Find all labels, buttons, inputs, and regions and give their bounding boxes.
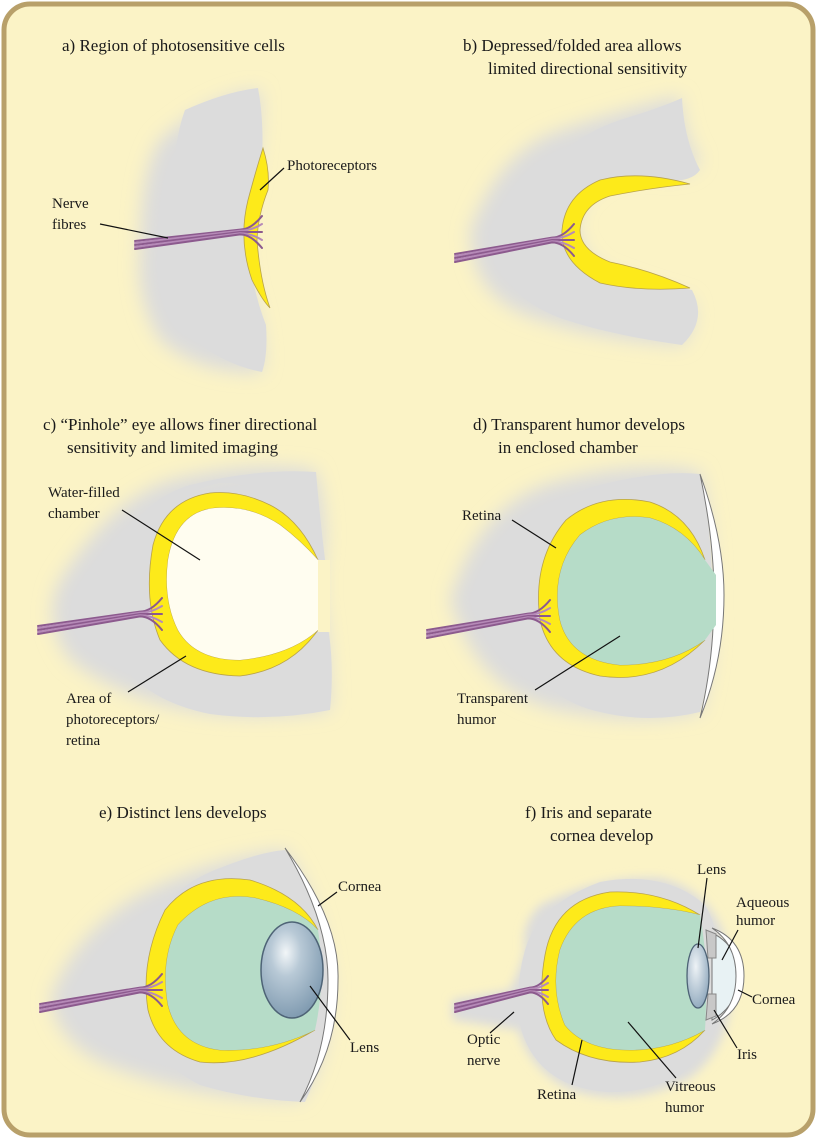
panel-d-humor-label: Transparent humor xyxy=(457,691,532,728)
panel-f-humor xyxy=(556,906,707,1050)
panel-d-retina-label: Retina xyxy=(462,508,501,524)
panel-e-nerve xyxy=(39,973,163,1013)
panel-c-nerve xyxy=(37,597,163,635)
panel-f-lens xyxy=(686,943,710,1009)
panel-e: e) Distinct lens develops Cornea Lens xyxy=(39,803,382,1103)
panel-e-title: e) Distinct lens develops xyxy=(99,803,267,822)
panel-d: d) Transparent humor develops in enclose… xyxy=(426,415,725,728)
panel-b-title: b) Depressed/folded area allows limited … xyxy=(463,36,688,78)
panel-e-lens-label: Lens xyxy=(350,1040,379,1056)
panel-f-optic-label: Optic nerve xyxy=(467,1032,504,1069)
panel-a: a) Region of photosensitive cells Photor… xyxy=(52,36,377,373)
panel-f-nerve xyxy=(454,975,549,1013)
panel-a-photoreceptors-label: Photoreceptors xyxy=(287,158,377,174)
panel-a-nerve-label: Nerve fibres xyxy=(52,196,92,233)
panel-b-photoreceptors xyxy=(561,175,691,290)
panel-d-nerve xyxy=(426,599,551,639)
panel-f-vitreous-label: Vitreous humor xyxy=(665,1079,720,1116)
panel-f-retina-label: Retina xyxy=(537,1087,576,1103)
panel-f-iris-label: Iris xyxy=(737,1047,757,1063)
panel-f-cornea-label: Cornea xyxy=(752,992,796,1008)
panel-e-lens xyxy=(260,921,324,1019)
panel-e-cornea xyxy=(284,847,339,1103)
panel-c-chamber-label: Water-filled chamber xyxy=(48,485,124,522)
panel-b: b) Depressed/folded area allows limited … xyxy=(454,36,700,345)
panel-a-photoreceptors xyxy=(243,146,271,309)
panel-f-aqueous-label: Aqueous humor xyxy=(736,895,793,929)
panel-a-title: a) Region of photosensitive cells xyxy=(62,36,285,55)
panel-f-lens-label: Lens xyxy=(697,862,726,878)
panel-c-title: c) “Pinhole” eye allows finer directiona… xyxy=(43,415,322,457)
panel-b-nerve xyxy=(454,223,575,263)
panel-e-cornea-label: Cornea xyxy=(338,879,382,895)
panel-d-title: d) Transparent humor develops in enclose… xyxy=(473,415,689,457)
panel-f-iris xyxy=(705,929,717,1021)
panel-c-area-label: Area of photoreceptors/ retina xyxy=(66,691,163,749)
panel-d-cornea xyxy=(699,473,725,719)
panel-f-cornea xyxy=(711,927,745,1025)
panel-f-title: f) Iris and separate cornea develop xyxy=(525,803,656,845)
panel-d-humor xyxy=(557,516,716,665)
panel-f: f) Iris and separate cornea develop Lens… xyxy=(452,803,796,1116)
panel-c: c) “Pinhole” eye allows finer directiona… xyxy=(37,415,332,749)
panel-a-nerve xyxy=(134,215,263,250)
panel-c-chamber xyxy=(166,507,318,660)
